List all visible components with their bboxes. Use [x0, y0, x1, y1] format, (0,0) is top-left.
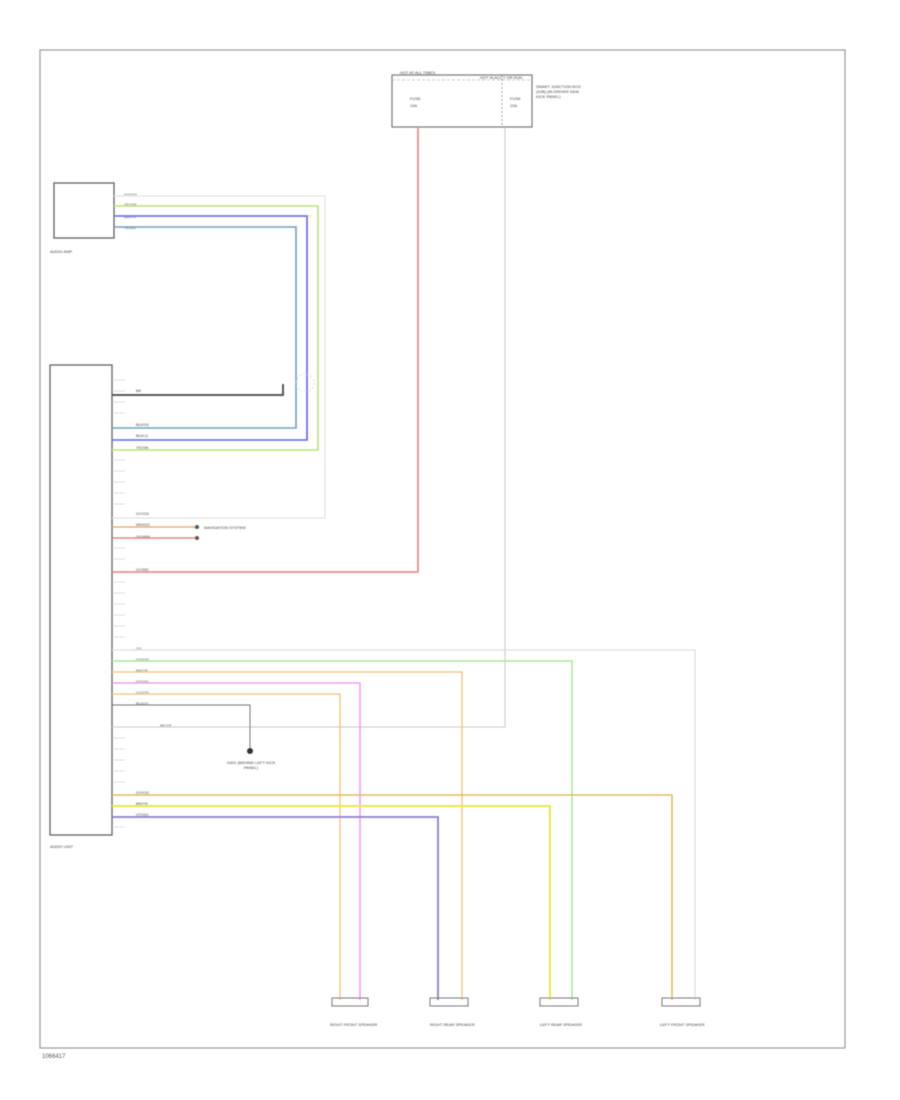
power-wire — [112, 128, 419, 573]
speaker-wire-4: VT/OG — [136, 679, 148, 684]
fuse-right-label: HOT IN ACCY OR RUN — [480, 75, 522, 80]
speaker-right-front-label: RIGHT FRONT SPEAKER — [330, 1022, 377, 1027]
fuse-b-amps: 15A — [510, 103, 517, 108]
amp-wire-1: GY/OG — [124, 192, 137, 197]
amp-harness — [112, 195, 326, 519]
speaker-wire-1: GY — [136, 646, 142, 651]
nav-wire-1: GY/OG — [136, 511, 149, 516]
power-wire-label: GY/RD — [136, 567, 149, 572]
speaker-left-front: LEFT FRONT SPEAKER — [660, 997, 705, 1027]
fuse-box-label: HOT AT ALL TIMES — [400, 70, 435, 75]
speaker-harness — [112, 649, 696, 1000]
speaker-wire-3: BN/YE — [136, 668, 148, 673]
speaker-right-front: RIGHT FRONT SPEAKER — [330, 997, 377, 1027]
accy-wire — [112, 128, 506, 728]
speaker-wire-2: GY/OG — [136, 657, 149, 662]
audio-unit-pins — [112, 379, 125, 828]
speaker-right-rear: RIGHT REAR SPEAKER — [429, 997, 475, 1027]
ground-wire-label: BK/YE — [160, 723, 172, 728]
speaker-right-rear-label: RIGHT REAR SPEAKER — [430, 1022, 475, 1027]
ground-label: G301 (BEHIND LEFT KICK PANEL) — [226, 760, 276, 770]
lower-wire-2: BN/YE — [136, 801, 148, 806]
nav-wire-3: OG/WH — [136, 534, 150, 539]
unit-amp-wire-3: YE/GN — [136, 445, 149, 450]
fuse-a-amps: 15A — [410, 103, 417, 108]
lower-wire-3: VT/OG — [136, 812, 148, 817]
ground-wire — [112, 704, 251, 748]
speaker-left-rear-label: LEFT REAR SPEAKER — [540, 1022, 582, 1027]
lower-wire-1: GY/OG — [136, 790, 149, 795]
ground-symbol — [247, 748, 253, 754]
unit-amp-wire-2: BU/LG — [136, 433, 148, 438]
unit-black-label: BK — [136, 388, 142, 393]
speaker-left-rear: LEFT REAR SPEAKER — [539, 997, 582, 1027]
diagram-frame — [39, 49, 846, 1049]
nav-connections — [112, 526, 197, 539]
audio-amp-box — [53, 182, 115, 239]
speaker-wire-5: GY/OG — [136, 690, 149, 695]
fuse-box — [391, 74, 533, 128]
navigation-label: NAVIGATION SYSTEM — [204, 525, 246, 530]
fuse-b-name: FUSE — [510, 96, 521, 101]
fuse-note: SMART JUNCTION BOX (SJB) (IN DRIVER SIDE… — [536, 84, 581, 99]
speaker-wire-6: BU/GY — [136, 701, 149, 706]
unit-amp-wire-1: BU/OG — [136, 422, 149, 427]
audio-amp-label: AUDIO AMP — [50, 249, 73, 254]
fuse-a-name: FUSE — [410, 96, 421, 101]
speaker-left-front-label: LEFT FRONT SPEAKER — [660, 1022, 705, 1027]
audio-unit-box — [49, 364, 113, 836]
audio-unit-label: AUDIO UNIT — [50, 844, 74, 849]
amp-wire-2: YE/GN — [124, 202, 137, 207]
diagram-code: 1066417 — [42, 1054, 66, 1060]
nav-wire-2: WH/OG — [136, 522, 150, 527]
